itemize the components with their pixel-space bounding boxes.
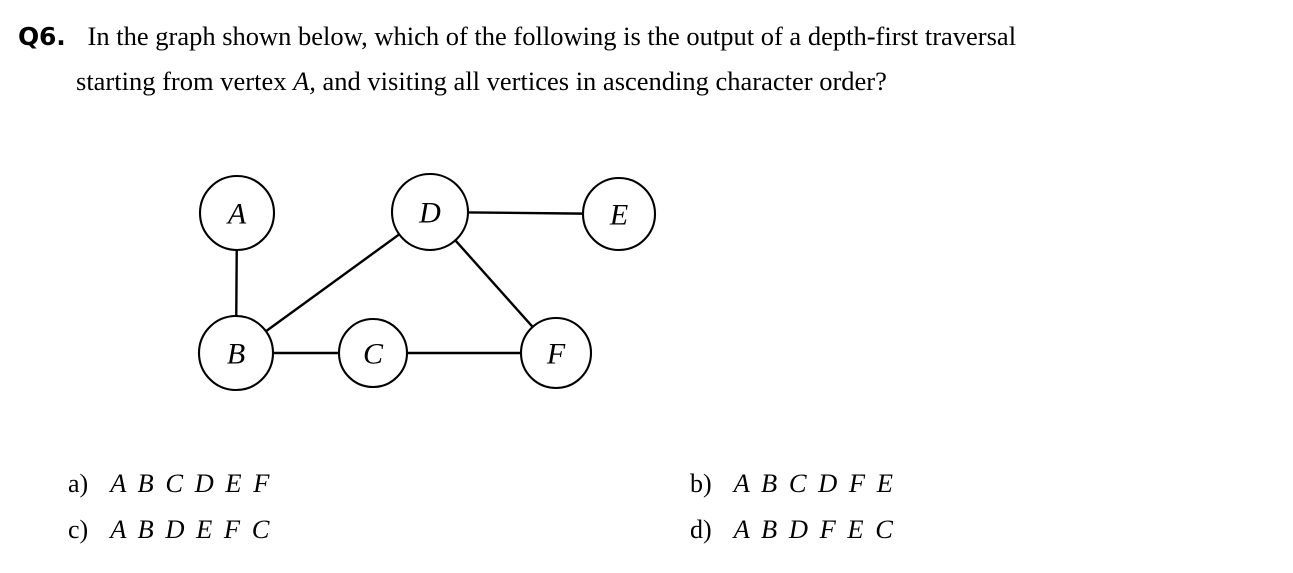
question-number: Q6. [18, 22, 66, 51]
option-a-letter: a) [68, 469, 89, 498]
graph-node-label-a: A [226, 198, 247, 231]
graph-node-circle-c [337, 317, 409, 389]
question-block: Q6. In the graph shown below, which of th… [18, 14, 1280, 104]
option-c-letter: c) [68, 515, 89, 544]
option-b-sequence: A B C D F E [733, 468, 896, 498]
option-a-sequence: A B C D E F [110, 468, 272, 498]
graph-node-b[interactable]: B [197, 314, 275, 392]
option-b-letter: b) [690, 469, 712, 498]
graph-node-f[interactable]: F [519, 316, 593, 390]
graph-node-label-b: B [227, 338, 245, 371]
graph-diagram: A B C D E F [180, 160, 700, 410]
graph-edge-layer [235, 211, 584, 355]
question-line-1: Q6. In the graph shown below, which of th… [18, 14, 1280, 59]
graph-node-circle-b [197, 314, 275, 392]
question-line-2-text-before: starting from vertex [76, 66, 294, 96]
question-line-1-text: In the graph shown below, which of the f… [87, 21, 1017, 51]
graph-node-circle-d [390, 172, 470, 252]
option-d-letter: d) [690, 515, 712, 544]
graph-edge-d-e [467, 211, 584, 215]
graph-node-c[interactable]: C [337, 317, 409, 389]
graph-edge-d-f [454, 239, 534, 328]
graph-node-a[interactable]: A [198, 174, 276, 252]
question-vertex-emphasis: A, [293, 66, 316, 96]
question-line-2-text-after: and visiting all vertices in ascending c… [315, 66, 887, 96]
option-a[interactable]: a) A B C D E F [68, 468, 272, 499]
answer-options: a) A B C D E F b) A B C D F E c) A B D E… [0, 458, 1293, 568]
graph-node-label-f: F [546, 338, 566, 371]
graph-node-e[interactable]: E [581, 176, 657, 252]
option-d-sequence: A B D F E C [733, 514, 896, 544]
graph-node-d[interactable]: D [390, 172, 470, 252]
graph-node-layer: A B C D E F [197, 172, 657, 392]
graph-node-label-e: E [609, 199, 628, 232]
graph-node-circle-e [581, 176, 657, 252]
graph-node-circle-a [198, 174, 276, 252]
graph-node-label-d: D [418, 197, 441, 230]
option-b[interactable]: b) A B C D F E [690, 468, 895, 499]
graph-svg: A B C D E F [197, 172, 657, 392]
option-d[interactable]: d) A B D F E C [690, 514, 895, 545]
graph-edge-b-d [265, 233, 400, 333]
option-c-sequence: A B D E F C [110, 514, 272, 544]
graph-node-label-c: C [363, 338, 384, 371]
graph-node-circle-f [519, 316, 593, 390]
option-c[interactable]: c) A B D E F C [68, 514, 272, 545]
question-line-2: starting from vertex A, and visiting all… [18, 59, 1280, 104]
